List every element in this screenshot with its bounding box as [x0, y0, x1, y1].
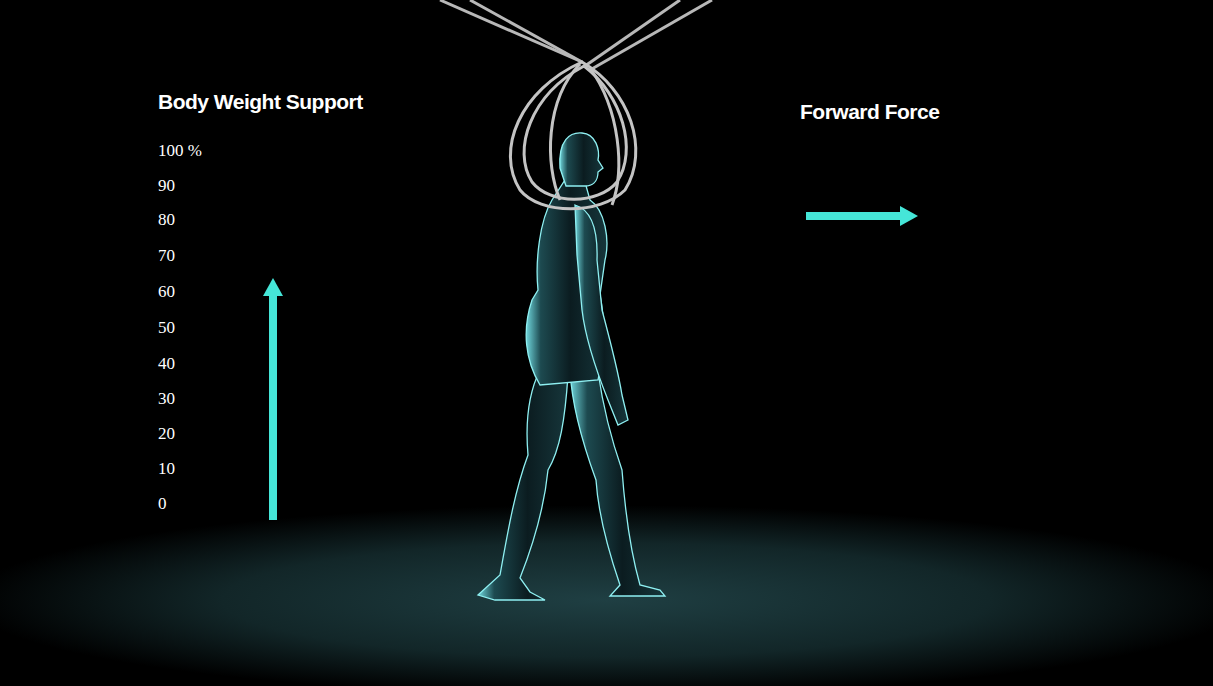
scale-value: 50 — [158, 318, 175, 338]
scale-value: 100 % — [158, 141, 202, 161]
harness-cables — [440, 0, 712, 70]
walking-figure — [478, 133, 665, 600]
force-title: Forward Force — [800, 100, 939, 124]
harness-loops — [510, 62, 635, 209]
scale-value: 20 — [158, 424, 175, 444]
scale-value: 70 — [158, 246, 175, 266]
scale-value: 10 — [158, 459, 175, 479]
up-arrow — [263, 278, 283, 520]
scale-value: 80 — [158, 210, 175, 230]
scale-value: 60 — [158, 282, 175, 302]
scale-value: 30 — [158, 389, 175, 409]
scale-value: 40 — [158, 354, 175, 374]
scale-value: 90 — [158, 176, 175, 196]
right-arrow — [806, 206, 918, 226]
scale-value: 0 — [158, 494, 167, 514]
axis-title: Body Weight Support — [158, 90, 363, 114]
